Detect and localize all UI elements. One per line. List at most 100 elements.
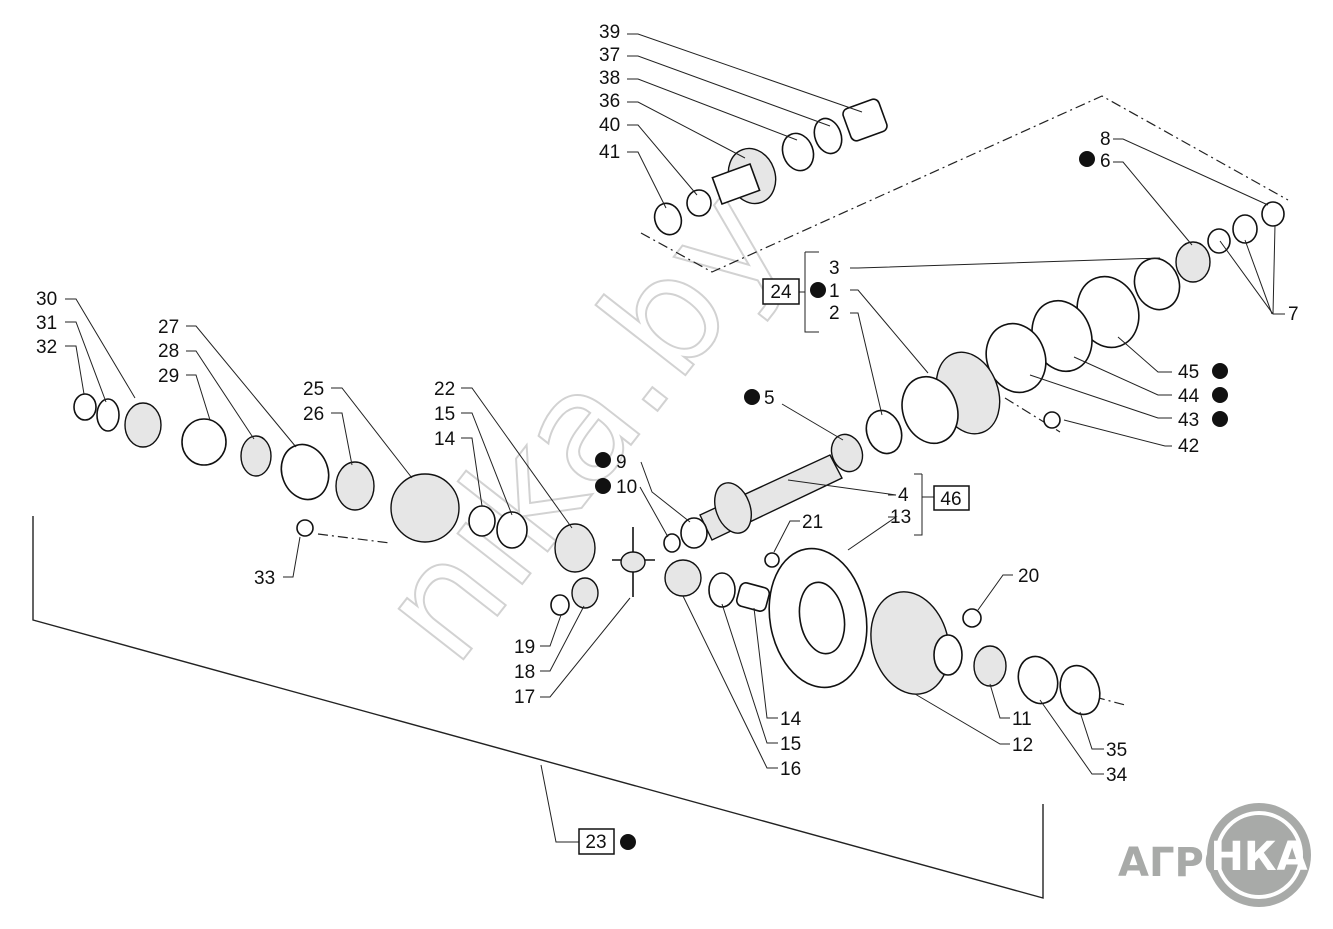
- bullet-markers: [595, 151, 1228, 850]
- part-12-diff-case: [870, 591, 950, 695]
- part-33-bolt: [296, 519, 314, 537]
- callout-33: 33: [254, 568, 275, 589]
- leader-23: [540, 764, 580, 843]
- part-27-ring: [280, 443, 330, 501]
- part-6-gear: [1175, 241, 1211, 283]
- part-19-washer: [550, 594, 570, 616]
- part-18-planet: [571, 577, 599, 609]
- bullet-1: [810, 282, 826, 298]
- callout-13: 13: [890, 507, 911, 528]
- part-32-circlip: [73, 393, 97, 421]
- callout-25: 25: [303, 379, 324, 400]
- callout-19: 19: [514, 637, 535, 658]
- bullet-5: [744, 389, 760, 405]
- part-41-ring: [653, 202, 683, 236]
- callout-34: 34: [1106, 765, 1128, 786]
- part-15-washer-b: [708, 572, 736, 608]
- part-28-plate: [240, 435, 272, 477]
- part-37-ring: [813, 117, 843, 155]
- callout-32: 32: [36, 337, 57, 358]
- box-23: 23: [585, 832, 606, 853]
- callout-39: 39: [599, 22, 620, 43]
- callout-30: 30: [36, 289, 57, 310]
- callout-2: 2: [829, 303, 840, 324]
- part-12-hub: [933, 634, 963, 676]
- leader-lines: [65, 33, 1285, 775]
- callout-11: 11: [1012, 709, 1032, 730]
- callout-9: 9: [616, 452, 627, 473]
- axis-line: [317, 533, 391, 544]
- callout-38: 38: [599, 68, 620, 89]
- part-35-ring: [1059, 664, 1101, 716]
- callout-37: 37: [599, 45, 620, 66]
- boxed-numbers: 24 46 23: [578, 278, 970, 855]
- part-13-pinion-head: [714, 482, 752, 534]
- callout-3: 3: [829, 258, 840, 279]
- bullet-43: [1212, 411, 1228, 427]
- part-6-washer: [1232, 214, 1258, 244]
- bullet-10: [595, 478, 611, 494]
- group-outline-dashed: [640, 95, 1289, 273]
- part-22-side-gear: [554, 523, 596, 573]
- callout-10: 10: [616, 477, 637, 498]
- part-11-bearing: [973, 645, 1007, 687]
- callout-18: 18: [514, 662, 535, 683]
- bullet-45: [1212, 363, 1228, 379]
- part-21-nut: [764, 552, 780, 568]
- callout-14-upper: 14: [434, 429, 456, 450]
- part-14-bush: [468, 505, 496, 537]
- part-9-ring: [680, 517, 708, 549]
- callout-6: 6: [1100, 151, 1111, 172]
- callout-14-lower: 14: [780, 709, 802, 730]
- part-1-housing-front: [901, 375, 959, 445]
- part-31-ring: [96, 398, 120, 432]
- watermark: nika.by: [345, 155, 819, 693]
- callout-numbers: 39 37 38 36 40 41 8 6 3 1 2 7 45 44 43 4…: [36, 22, 1299, 786]
- part-8-nut: [1261, 201, 1285, 227]
- callout-17: 17: [514, 687, 535, 708]
- brand-logo: АГРО НКА: [1118, 803, 1311, 907]
- part-20-bolt: [962, 608, 982, 628]
- callout-12: 12: [1012, 735, 1033, 756]
- part-26-gear: [335, 461, 375, 511]
- part-10-washer: [663, 533, 681, 553]
- box-46: 46: [940, 489, 961, 510]
- bullet-44: [1212, 387, 1228, 403]
- bullet-9: [595, 452, 611, 468]
- part-25-case: [390, 473, 460, 543]
- box-24: 24: [770, 282, 792, 303]
- callout-41: 41: [599, 142, 620, 163]
- part-17-spider: [620, 551, 646, 573]
- part-15-washer: [496, 511, 528, 549]
- callout-35: 35: [1106, 740, 1127, 761]
- callout-5: 5: [764, 388, 775, 409]
- part-2-bearing: [865, 409, 903, 455]
- callout-20: 20: [1018, 566, 1039, 587]
- part-38-ring: [781, 132, 815, 172]
- callout-45: 45: [1178, 362, 1199, 383]
- bullet-23: [620, 834, 636, 850]
- part-3-cup: [1133, 257, 1181, 311]
- callout-21: 21: [802, 512, 823, 533]
- part-30-hub: [124, 402, 162, 448]
- part-5-bearing: [830, 433, 864, 473]
- part-40-nut: [686, 189, 712, 217]
- callout-15-lower: 15: [780, 734, 801, 755]
- callout-43: 43: [1178, 410, 1199, 431]
- callout-27: 27: [158, 317, 179, 338]
- callout-44: 44: [1178, 386, 1200, 407]
- part-42-bolt: [1043, 411, 1061, 429]
- callout-26: 26: [303, 404, 324, 425]
- parts-layer: [73, 98, 1285, 716]
- callout-22: 22: [434, 379, 455, 400]
- callout-15-upper: 15: [434, 404, 455, 425]
- callout-42: 42: [1178, 436, 1199, 457]
- callout-7: 7: [1288, 304, 1299, 325]
- callout-16: 16: [780, 759, 801, 780]
- callout-29: 29: [158, 366, 179, 387]
- callout-40: 40: [599, 115, 620, 136]
- callout-31: 31: [36, 313, 57, 334]
- logo-circle-text: НКА: [1210, 834, 1307, 880]
- callout-28: 28: [158, 341, 179, 362]
